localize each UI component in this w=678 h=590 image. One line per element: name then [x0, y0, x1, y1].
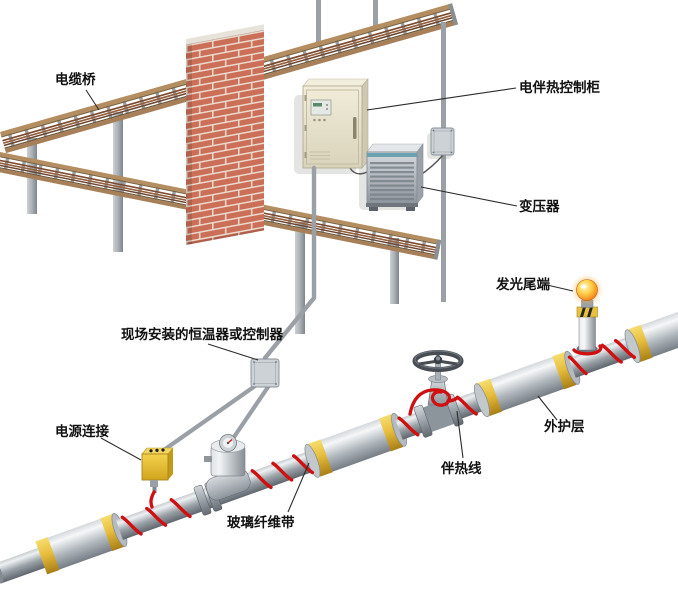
- heat-trace-cable: [149, 344, 603, 509]
- heat-trace-spiral: [120, 338, 637, 536]
- glowing-end-cap: [571, 274, 603, 354]
- pipe-flange: [193, 484, 212, 516]
- end-riser-pipe: [578, 315, 596, 351]
- insulation-section: [304, 412, 407, 478]
- transformer-vents: [370, 162, 414, 201]
- drop-conduit: [441, 22, 446, 302]
- valve-flange: [413, 404, 433, 438]
- label-transformer: 变压器: [519, 198, 560, 215]
- labels: 电缆桥 电伴热控制柜 变压器 发光尾端 现场安装的恒温器或控制器 电源连接 玻璃…: [55, 71, 600, 531]
- valve-body: [422, 399, 455, 432]
- hanger-rod: [373, 0, 378, 30]
- glow-lamp: [576, 279, 598, 301]
- thermostat-junction-box: [250, 358, 280, 388]
- field-conduits: [158, 165, 317, 455]
- label-heat-trace-cable: 伴热线: [440, 460, 482, 477]
- label-power-connection: 电源连接: [55, 423, 109, 440]
- power-connection-box: [141, 447, 174, 493]
- hanger-rod: [316, 0, 321, 46]
- label-outer-jacket: 外护层: [544, 418, 585, 435]
- control-cabinet: [302, 78, 369, 169]
- insulation-section: [624, 310, 678, 364]
- cabinet-handle: [353, 117, 357, 139]
- leader-lines: [85, 87, 574, 513]
- label-cable-bridge: 电缆桥: [55, 71, 96, 88]
- wall-junction-box: [430, 127, 455, 156]
- brick-wall: [186, 24, 264, 245]
- label-glowing-end: 发光尾端: [495, 276, 550, 293]
- transformer: [366, 143, 424, 211]
- label-field-thermostat: 现场安装的恒温器或控制器: [121, 326, 283, 343]
- label-glass-fiber-tape: 玻璃纤维带: [227, 514, 295, 531]
- cabinet-display: [310, 99, 332, 116]
- insulation-section: [35, 513, 128, 575]
- pipe-thermostat: [204, 434, 251, 501]
- cable-gland: [150, 480, 158, 487]
- insulation-section: [474, 350, 581, 418]
- label-control-cabinet: 电伴热控制柜: [519, 79, 600, 96]
